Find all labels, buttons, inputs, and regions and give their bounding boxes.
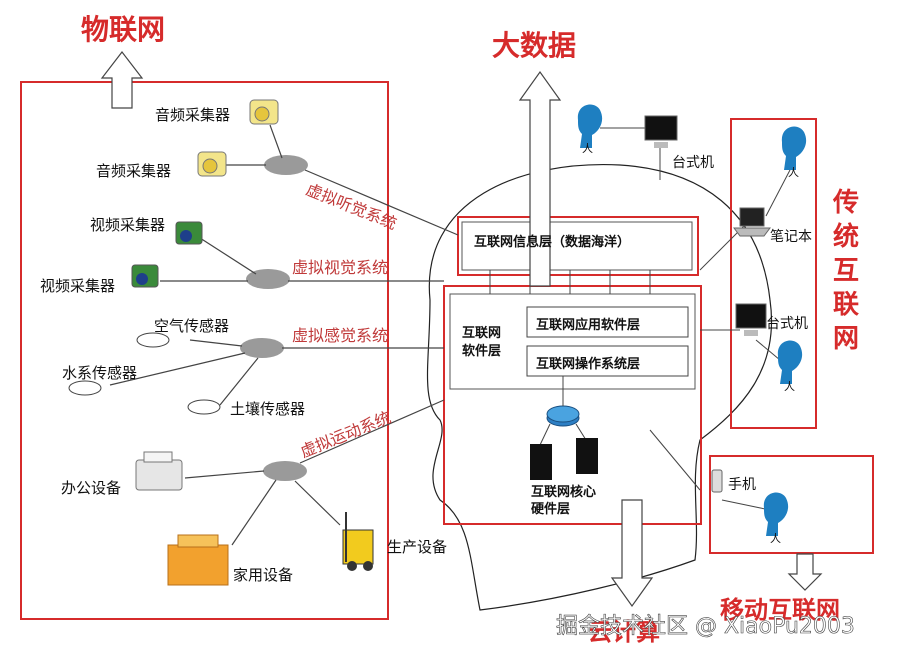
production-device-icon	[342, 512, 374, 571]
app-layer-label: 互联网应用软件层	[536, 318, 641, 333]
audio-collector-1-label: 音频采集器	[155, 106, 231, 124]
office-device-icon	[135, 451, 183, 491]
home-device-icon	[167, 534, 229, 586]
hardware-layer-label: 互联网核心 硬件层	[531, 485, 597, 517]
mobile-arrow	[787, 553, 823, 591]
desktop-top-label: 台式机	[672, 155, 714, 171]
info-layer-label: 互联网信息层（数据海洋）	[474, 235, 631, 250]
water-sensor-label: 水系传感器	[62, 364, 138, 382]
head-outline	[426, 163, 772, 611]
virtual-sensory-label: 虚拟感觉系统	[292, 326, 389, 345]
core-box-outer	[443, 285, 702, 525]
audio-device-icons	[197, 99, 279, 177]
device-hub	[263, 461, 307, 481]
air-sensor-node	[136, 332, 170, 348]
mobile-box	[709, 455, 874, 554]
traditional-internet-text: 传统互联网	[833, 188, 860, 354]
watermark: 掘金技术社区 @ XiaoPu2003	[556, 614, 856, 640]
person-label-3: 人	[784, 380, 795, 393]
info-layer-outer	[457, 216, 699, 276]
person-icon-4	[763, 492, 789, 536]
person-icon-3	[777, 340, 803, 384]
server-icon-left	[530, 444, 552, 480]
water-sensor-node	[68, 380, 102, 396]
os-layer-label: 互联网操作系统层	[536, 357, 641, 372]
sensor-hub	[240, 338, 284, 358]
iot-box	[20, 81, 389, 620]
laptop-icon	[733, 207, 771, 237]
soil-sensor-node	[187, 399, 221, 415]
phone-icon	[711, 469, 723, 493]
production-equipment-label: 生产设备	[387, 538, 448, 556]
info-layer-inner	[461, 221, 693, 271]
desktop-top-icon	[644, 115, 678, 148]
person-icon-1	[577, 104, 603, 148]
big-data-title: 大数据	[492, 29, 577, 62]
mobile-internet-title: 移动互联网	[720, 595, 840, 624]
router-icon	[546, 405, 580, 427]
cloud-arrow	[610, 499, 654, 608]
big-data-arrow	[518, 70, 562, 287]
app-layer-box	[526, 306, 689, 338]
desktop-right-icon	[735, 303, 767, 336]
audio-collector-2-label: 音频采集器	[96, 162, 172, 180]
person-label-1: 人	[582, 142, 593, 155]
phone-label: 手机	[728, 477, 756, 493]
iot-arrow	[100, 51, 144, 109]
virtual-visual-label: 虚拟视觉系统	[292, 258, 389, 277]
video-device-icons	[131, 221, 203, 288]
server-icon-right	[576, 438, 598, 474]
office-equipment-label: 办公设备	[61, 479, 122, 497]
video-hub	[246, 269, 290, 289]
video-collector-1-label: 视频采集器	[90, 216, 166, 234]
traditional-box	[730, 118, 817, 429]
person-icon-2	[781, 126, 807, 170]
desktop-right-label: 台式机	[766, 316, 808, 332]
cloud-computing-title: 云计算	[588, 617, 660, 646]
audio-hub	[264, 155, 308, 175]
laptop-label: 笔记本	[770, 229, 812, 245]
software-layer-label: 互联网 软件层	[462, 326, 502, 359]
iot-title: 物联网	[81, 13, 166, 46]
person-label-4: 人	[770, 532, 781, 545]
video-collector-2-label: 视频采集器	[40, 277, 116, 295]
person-label-2: 人	[788, 166, 799, 179]
os-layer-box	[526, 345, 689, 377]
home-equipment-label: 家用设备	[233, 566, 294, 584]
air-sensor-label: 空气传感器	[154, 317, 230, 335]
traditional-internet-title: 传统互联网	[833, 186, 863, 356]
soil-sensor-label: 土壤传感器	[230, 400, 306, 418]
